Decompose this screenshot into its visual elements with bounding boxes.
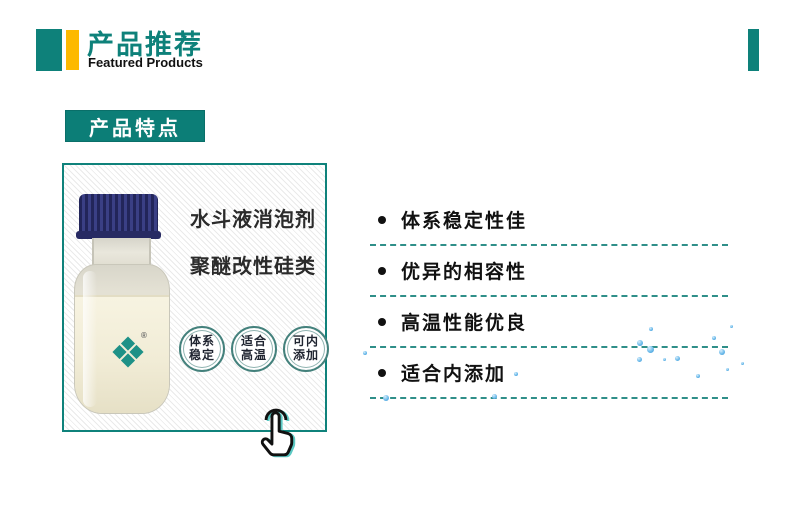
badge-high-temp: 适合 高温 — [231, 326, 277, 372]
feature-item-high-temp: 高温性能优良 — [370, 297, 728, 348]
bullet-icon — [378, 368, 386, 377]
header-accent-yellow-bar — [66, 30, 79, 70]
bullet-icon — [378, 266, 386, 275]
badge-internal-add: 可内 添加 — [283, 326, 329, 372]
section-title: 产品特点 — [89, 117, 181, 140]
water-drop-icon — [637, 357, 642, 362]
bullet-icon — [378, 215, 386, 224]
product-bottle-image: ® — [64, 165, 244, 434]
feature-item-compatibility: 优异的相容性 — [370, 246, 728, 297]
bottle-glass-highlight — [83, 271, 97, 408]
water-drop-icon — [663, 358, 666, 361]
water-drop-icon — [649, 327, 653, 331]
registered-trademark-symbol: ® — [141, 331, 147, 340]
water-drop-icon — [730, 325, 733, 328]
water-drop-icon — [712, 336, 716, 340]
feature-list: 体系稳定性佳 优异的相容性 高温性能优良 适合内添加 — [370, 195, 728, 399]
header-accent-teal-bar — [36, 29, 62, 71]
water-drop-icon — [492, 394, 497, 399]
badge-row: 体系 稳定 适合 高温 可内 添加 — [179, 326, 329, 372]
product-card[interactable]: ® 水斗液消泡剂 聚醚改性硅类 体系 稳定 适合 高温 可内 添加 — [62, 163, 329, 434]
header-right-teal-bar — [748, 29, 759, 71]
water-drop-icon — [741, 362, 744, 365]
section-title-box: 产品特点 — [65, 110, 205, 142]
page-title: 产品推荐 — [87, 30, 203, 60]
water-drop-icon — [675, 356, 680, 361]
product-type: 聚醚改性硅类 — [190, 256, 316, 278]
product-name: 水斗液消泡剂 — [190, 209, 316, 231]
hand-click-icon — [249, 403, 303, 463]
water-drop-icon — [637, 340, 643, 346]
water-drop-icon — [696, 374, 700, 378]
feature-item-internal-add: 适合内添加 — [370, 348, 728, 399]
badge-system-stable: 体系 稳定 — [179, 326, 225, 372]
bullet-icon — [378, 317, 386, 326]
bottle-cap — [76, 194, 161, 239]
water-drop-icon — [719, 349, 725, 355]
water-drop-icon — [514, 372, 518, 376]
bottle-body — [74, 264, 170, 414]
page-subtitle: Featured Products — [88, 55, 203, 70]
feature-item-stability: 体系稳定性佳 — [370, 195, 728, 246]
water-drop-icon — [383, 395, 389, 401]
water-drop-icon — [726, 368, 729, 371]
water-drop-icon — [363, 351, 367, 355]
water-drop-icon — [647, 346, 654, 353]
